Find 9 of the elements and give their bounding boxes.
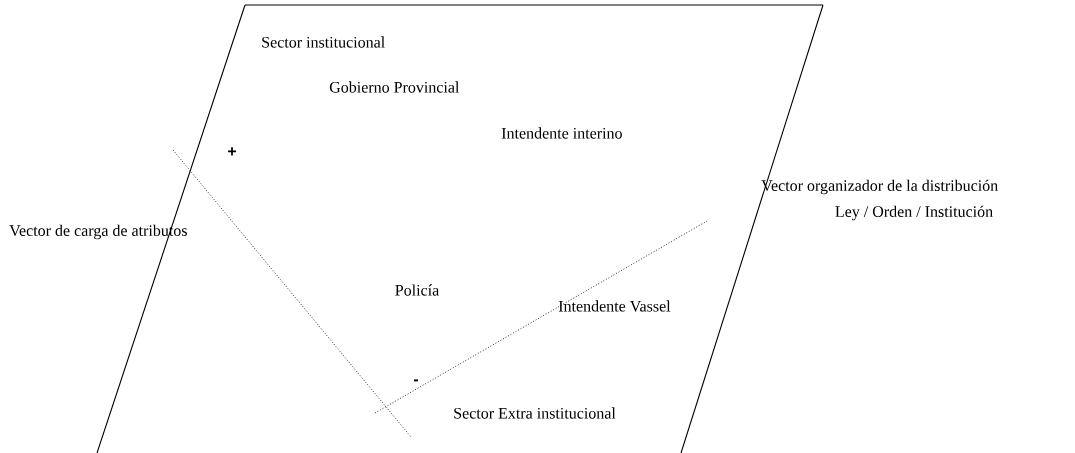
text-label: Gobierno Provincial [329,81,460,93]
text-label: Intendente Vassel [558,300,671,312]
sign-label: - [413,379,419,382]
text-label: Ley / Orden / Institución [835,205,993,221]
text-label: Sector Extra institucional [454,407,616,419]
text-label: Policía [395,284,439,296]
text-label: Sector institucional [262,36,385,48]
sign-label: + [228,147,236,156]
text-label: Intendente interino [501,127,622,139]
